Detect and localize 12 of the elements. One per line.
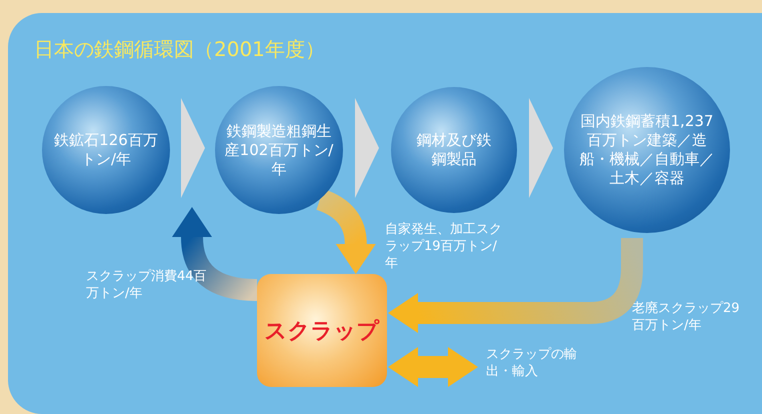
- arrow: [172, 207, 258, 301]
- arrow: [388, 347, 478, 387]
- edge-label: 自家発生、加工スクラップ19百万トン/年: [385, 221, 503, 272]
- scrap-box: スクラップ: [257, 274, 387, 387]
- node-label: スクラップの輸出・輸入: [486, 346, 596, 386]
- edge-label: スクラップ消費44百万トン/年: [86, 268, 208, 302]
- chevron-arrow: [355, 98, 379, 198]
- chevron-arrow: [181, 98, 205, 198]
- edge-label: 老廃スクラップ29百万トン/年: [632, 300, 741, 334]
- arrow: [316, 188, 376, 274]
- title: 日本の鉄鋼循環図（2001年度）: [34, 36, 325, 62]
- chevron-arrow: [529, 98, 553, 198]
